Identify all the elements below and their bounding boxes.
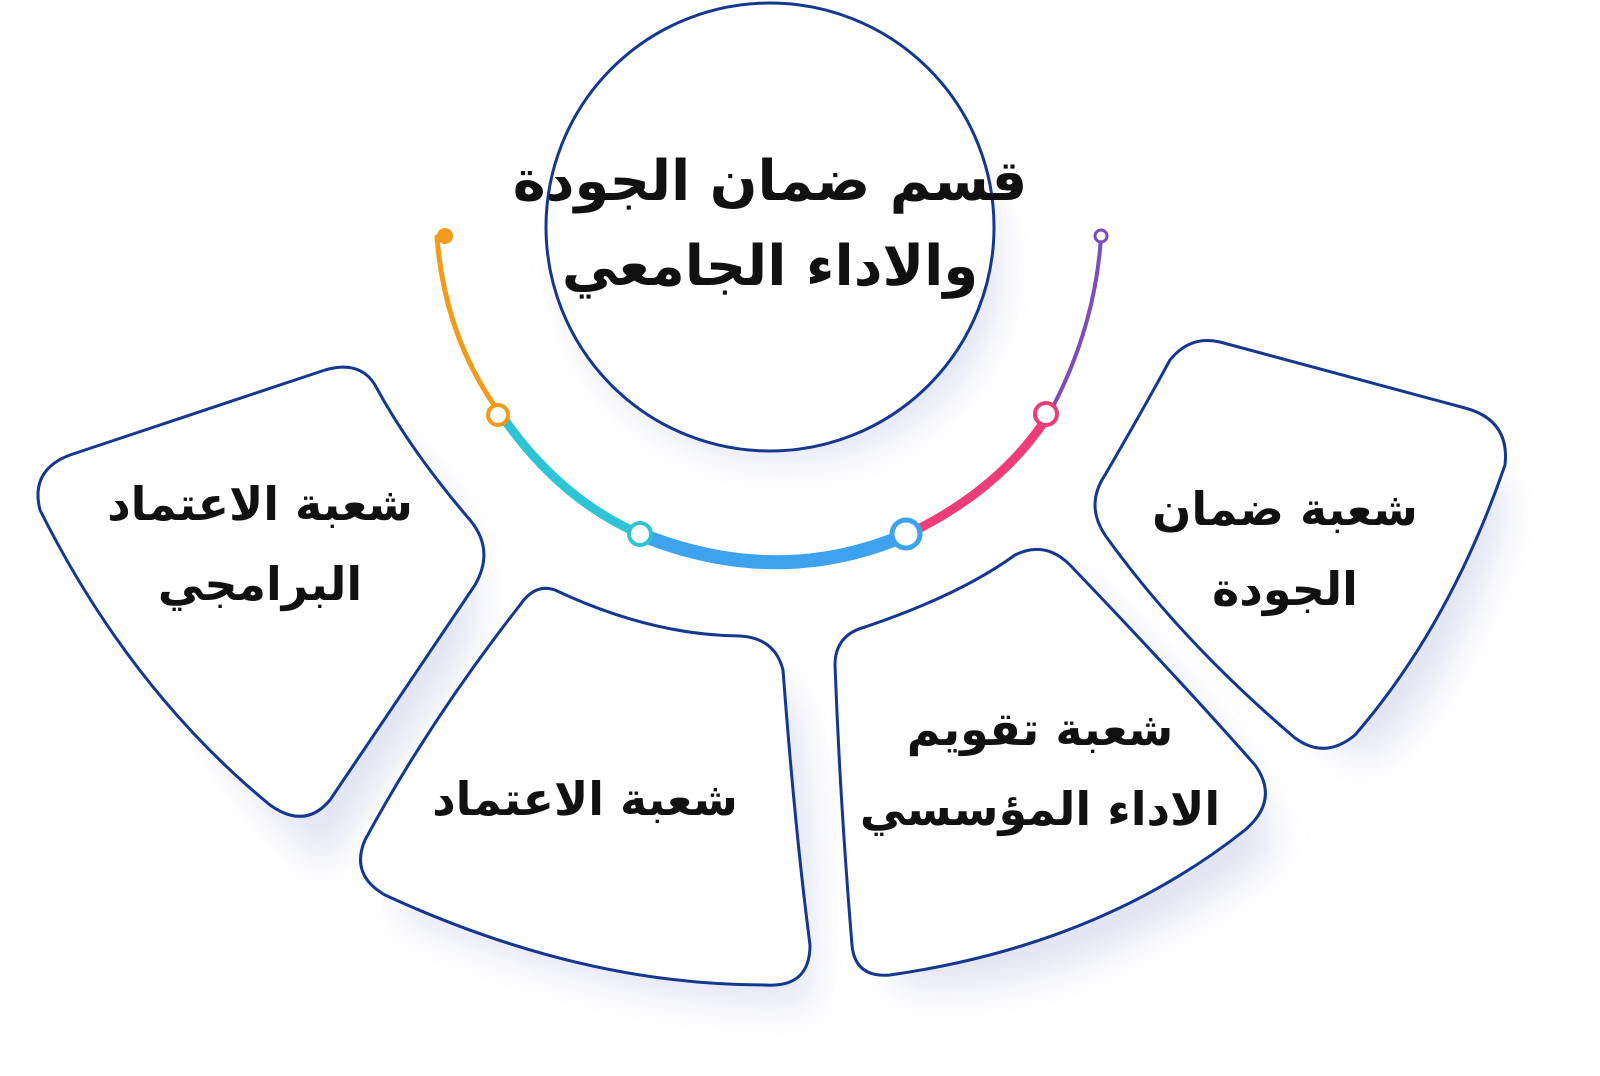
connector-arc xyxy=(434,228,1109,570)
center-title-line1: قسم ضمان الجودة xyxy=(513,149,1028,214)
arc-start-dot xyxy=(437,228,453,244)
branch-institutional-performance-line2: الاداء المؤسسي xyxy=(860,782,1220,836)
arc-node-blue xyxy=(889,517,923,551)
branch-accreditation: شعبة الاعتماد xyxy=(359,586,812,987)
arc-node-orange xyxy=(486,403,510,427)
branch-quality-assurance-line1: شعبة ضمان xyxy=(1152,482,1418,536)
arc-end-dot xyxy=(1093,228,1109,244)
center-node: قسم ضمان الجودة والاداء الجامعي xyxy=(513,1,1028,453)
arc-node-pink xyxy=(1033,401,1059,427)
branch-quality-assurance: شعبة ضمان الجودة xyxy=(1093,339,1507,750)
branch-programmatic-accreditation-line1: شعبة الاعتماد xyxy=(107,477,413,531)
center-title-line2: والاداء الجامعي xyxy=(562,234,978,299)
branch-quality-assurance-line2: الجودة xyxy=(1212,562,1358,616)
branch-accreditation-line1: شعبة الاعتماد xyxy=(432,772,738,826)
branch-programmatic-accreditation-line2: البرامجي xyxy=(158,557,362,611)
branch-institutional-performance: شعبة تقويم الاداء المؤسسي xyxy=(833,547,1267,977)
arc-node-cyan xyxy=(627,521,653,547)
branch-programmatic-accreditation: شعبة الاعتماد البرامجي xyxy=(36,365,486,818)
branch-institutional-performance-line1: شعبة تقويم xyxy=(907,702,1173,756)
